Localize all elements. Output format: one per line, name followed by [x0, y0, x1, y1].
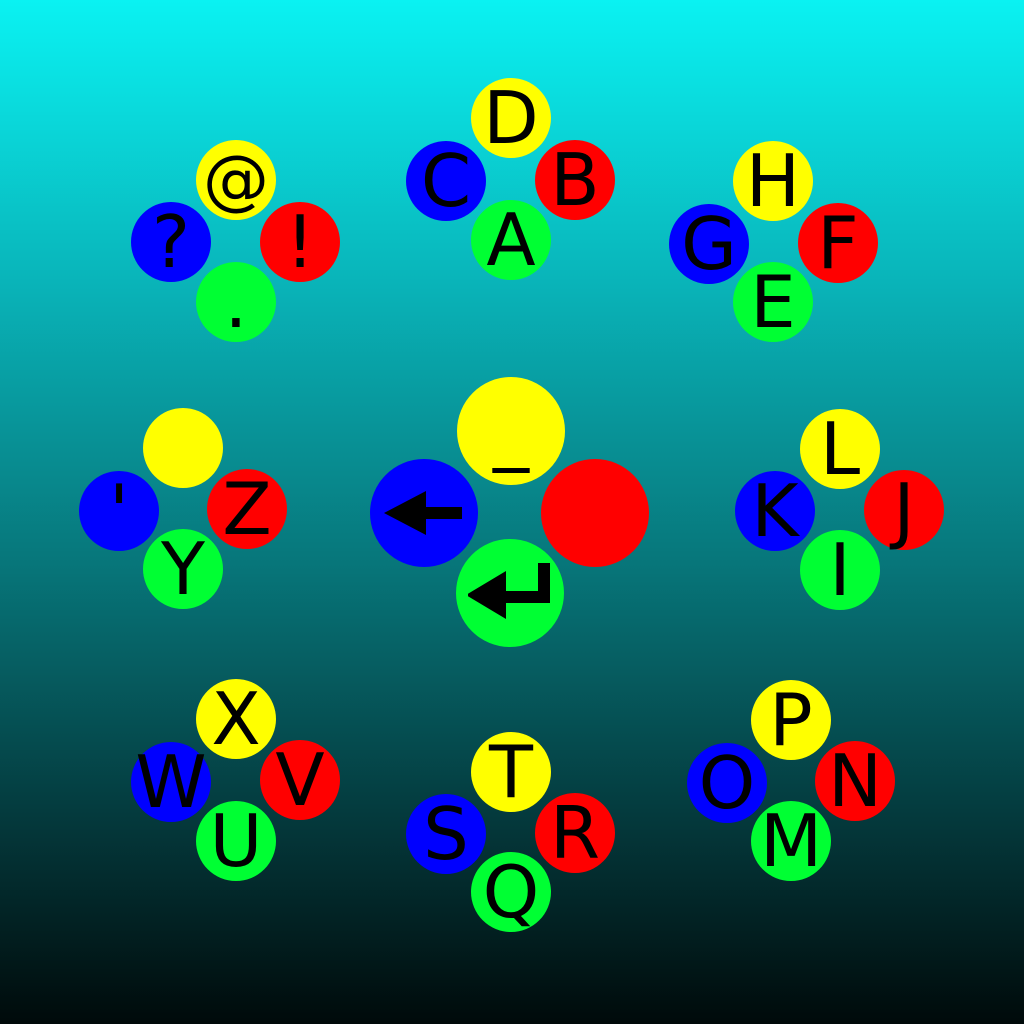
key-s[interactable]: S: [406, 794, 486, 874]
key-w[interactable]: W: [131, 742, 211, 822]
key-e[interactable]: E: [733, 262, 813, 342]
key-f[interactable]: F: [798, 203, 878, 283]
key-label: E: [750, 260, 796, 344]
key-label: L: [819, 407, 861, 491]
key-blank-red[interactable]: [541, 459, 649, 567]
key-label: G: [681, 202, 737, 286]
key-q[interactable]: Q: [471, 852, 551, 932]
key-label: J: [893, 468, 915, 552]
key-j[interactable]: J: [864, 470, 944, 550]
key-m[interactable]: M: [751, 801, 831, 881]
key-apostrophe[interactable]: ': [79, 471, 159, 551]
key-label: C: [420, 139, 472, 223]
key-backspace[interactable]: [370, 459, 478, 567]
key-label: ?: [151, 200, 191, 284]
key-exclamation[interactable]: !: [260, 202, 340, 282]
key-label: Z: [222, 467, 272, 551]
key-label: H: [745, 139, 801, 223]
key-g[interactable]: G: [669, 204, 749, 284]
key-label: K: [751, 469, 799, 553]
key-u[interactable]: U: [196, 801, 276, 881]
key-label: P: [769, 678, 813, 762]
key-label: M: [759, 799, 823, 883]
key-r[interactable]: R: [535, 793, 615, 873]
key-label: T: [489, 730, 533, 814]
key-at[interactable]: @: [196, 140, 276, 220]
key-blank-yellow[interactable]: [143, 408, 223, 488]
key-label: .: [224, 260, 248, 344]
key-p[interactable]: P: [751, 680, 831, 760]
key-label: I: [829, 528, 851, 612]
key-label: B: [550, 138, 600, 222]
key-label: X: [211, 677, 261, 761]
key-t[interactable]: T: [471, 732, 551, 812]
key-label: Y: [161, 527, 205, 611]
key-label: O: [698, 741, 756, 825]
key-label: V: [275, 738, 325, 822]
key-label: F: [817, 201, 859, 285]
key-label: D: [483, 76, 539, 160]
key-n[interactable]: N: [815, 741, 895, 821]
key-c[interactable]: C: [406, 141, 486, 221]
key-l[interactable]: L: [800, 409, 880, 489]
key-label: U: [209, 799, 263, 883]
key-label: R: [549, 791, 601, 875]
key-a[interactable]: A: [471, 200, 551, 280]
key-label: W: [135, 740, 207, 824]
key-space[interactable]: _: [457, 377, 565, 485]
key-i[interactable]: I: [800, 530, 880, 610]
key-enter[interactable]: [456, 539, 564, 647]
backspace-arrow-icon: [384, 491, 462, 535]
key-label: A: [486, 198, 536, 282]
key-k[interactable]: K: [735, 471, 815, 551]
key-period[interactable]: .: [196, 262, 276, 342]
key-x[interactable]: X: [196, 679, 276, 759]
key-label: !: [285, 200, 315, 284]
key-label: N: [828, 739, 882, 823]
key-d[interactable]: D: [471, 78, 551, 158]
key-label: ': [109, 469, 129, 553]
key-label: @: [203, 141, 269, 218]
key-label: _: [493, 389, 529, 473]
enter-return-icon: [468, 563, 550, 619]
key-b[interactable]: B: [535, 140, 615, 220]
key-o[interactable]: O: [687, 743, 767, 823]
key-label: Q: [482, 850, 540, 934]
key-y[interactable]: Y: [143, 529, 223, 609]
key-h[interactable]: H: [733, 141, 813, 221]
key-z[interactable]: Z: [207, 469, 287, 549]
key-question[interactable]: ?: [131, 202, 211, 282]
key-v[interactable]: V: [260, 740, 340, 820]
key-label: S: [423, 792, 469, 876]
